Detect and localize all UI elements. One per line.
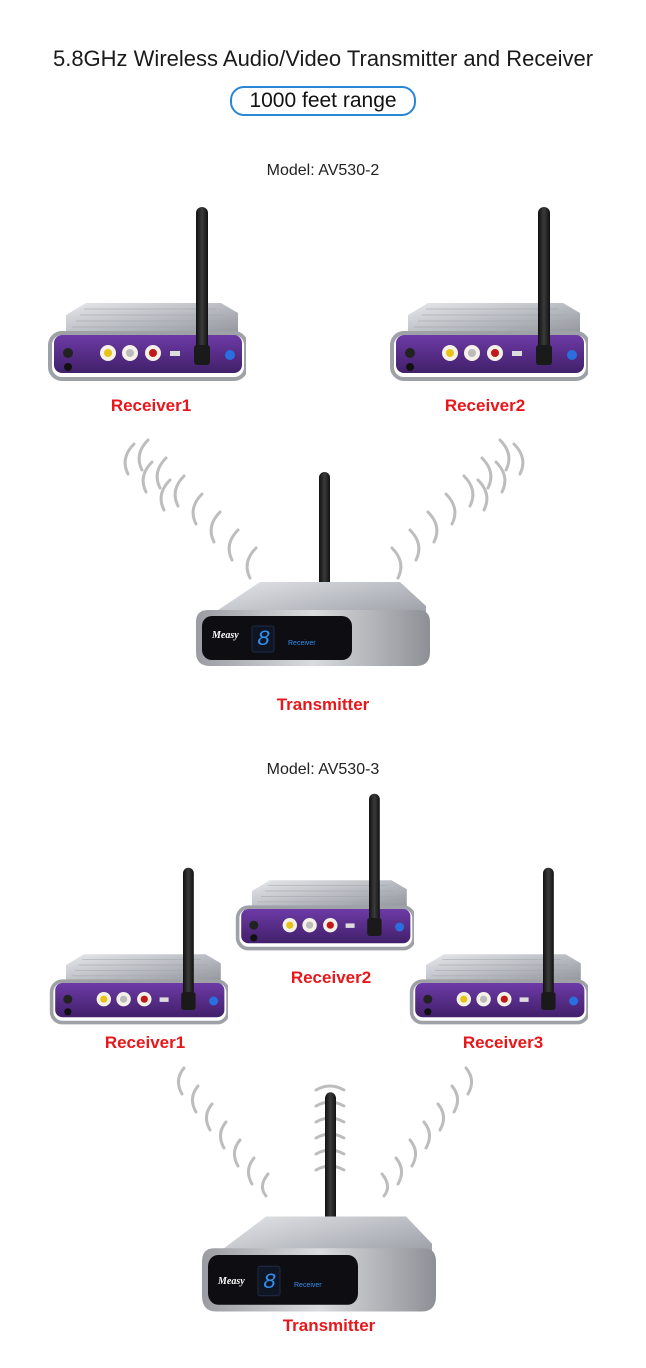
page-title: 5.8GHz Wireless Audio/Video Transmitter …	[52, 46, 594, 71]
transmitter-label: Transmitter	[276, 695, 370, 714]
receiver2-label: Receiver2	[444, 396, 526, 415]
receiver-device-image	[46, 205, 246, 395]
model-label-av530-2: Model: AV530-2	[266, 162, 380, 179]
signal-waves-right-icon	[390, 438, 525, 580]
receiver-device-image	[48, 866, 228, 1037]
receiver-device-image	[408, 866, 588, 1037]
transmitter-label: Transmitter	[282, 1316, 376, 1335]
receiver-device-image	[234, 792, 414, 963]
receiver-device-image	[388, 205, 588, 395]
brand-logo: Measy	[218, 1276, 245, 1287]
signal-waves-right-icon	[380, 1066, 473, 1198]
brand-logo: Measy	[212, 630, 239, 641]
receiver1-label: Receiver1	[104, 1033, 186, 1052]
display-digit: 8	[263, 1270, 277, 1295]
screen-label: Receiver	[288, 640, 316, 647]
receiver2-label: Receiver2	[290, 968, 372, 987]
receiver1-label: Receiver1	[110, 396, 192, 415]
signal-waves-left-icon	[177, 1066, 270, 1198]
signal-waves-left-icon	[123, 438, 258, 580]
receiver3-label: Receiver3	[462, 1033, 544, 1052]
display-digit: 8	[257, 627, 271, 652]
model-label-av530-3: Model: AV530-3	[266, 761, 380, 778]
range-badge: 1000 feet range	[230, 86, 416, 116]
transmitter-device: Measy 8 Receiver	[190, 470, 430, 670]
transmitter-device: Measy 8 Receiver	[196, 1090, 436, 1316]
screen-label: Receiver	[294, 1282, 322, 1289]
